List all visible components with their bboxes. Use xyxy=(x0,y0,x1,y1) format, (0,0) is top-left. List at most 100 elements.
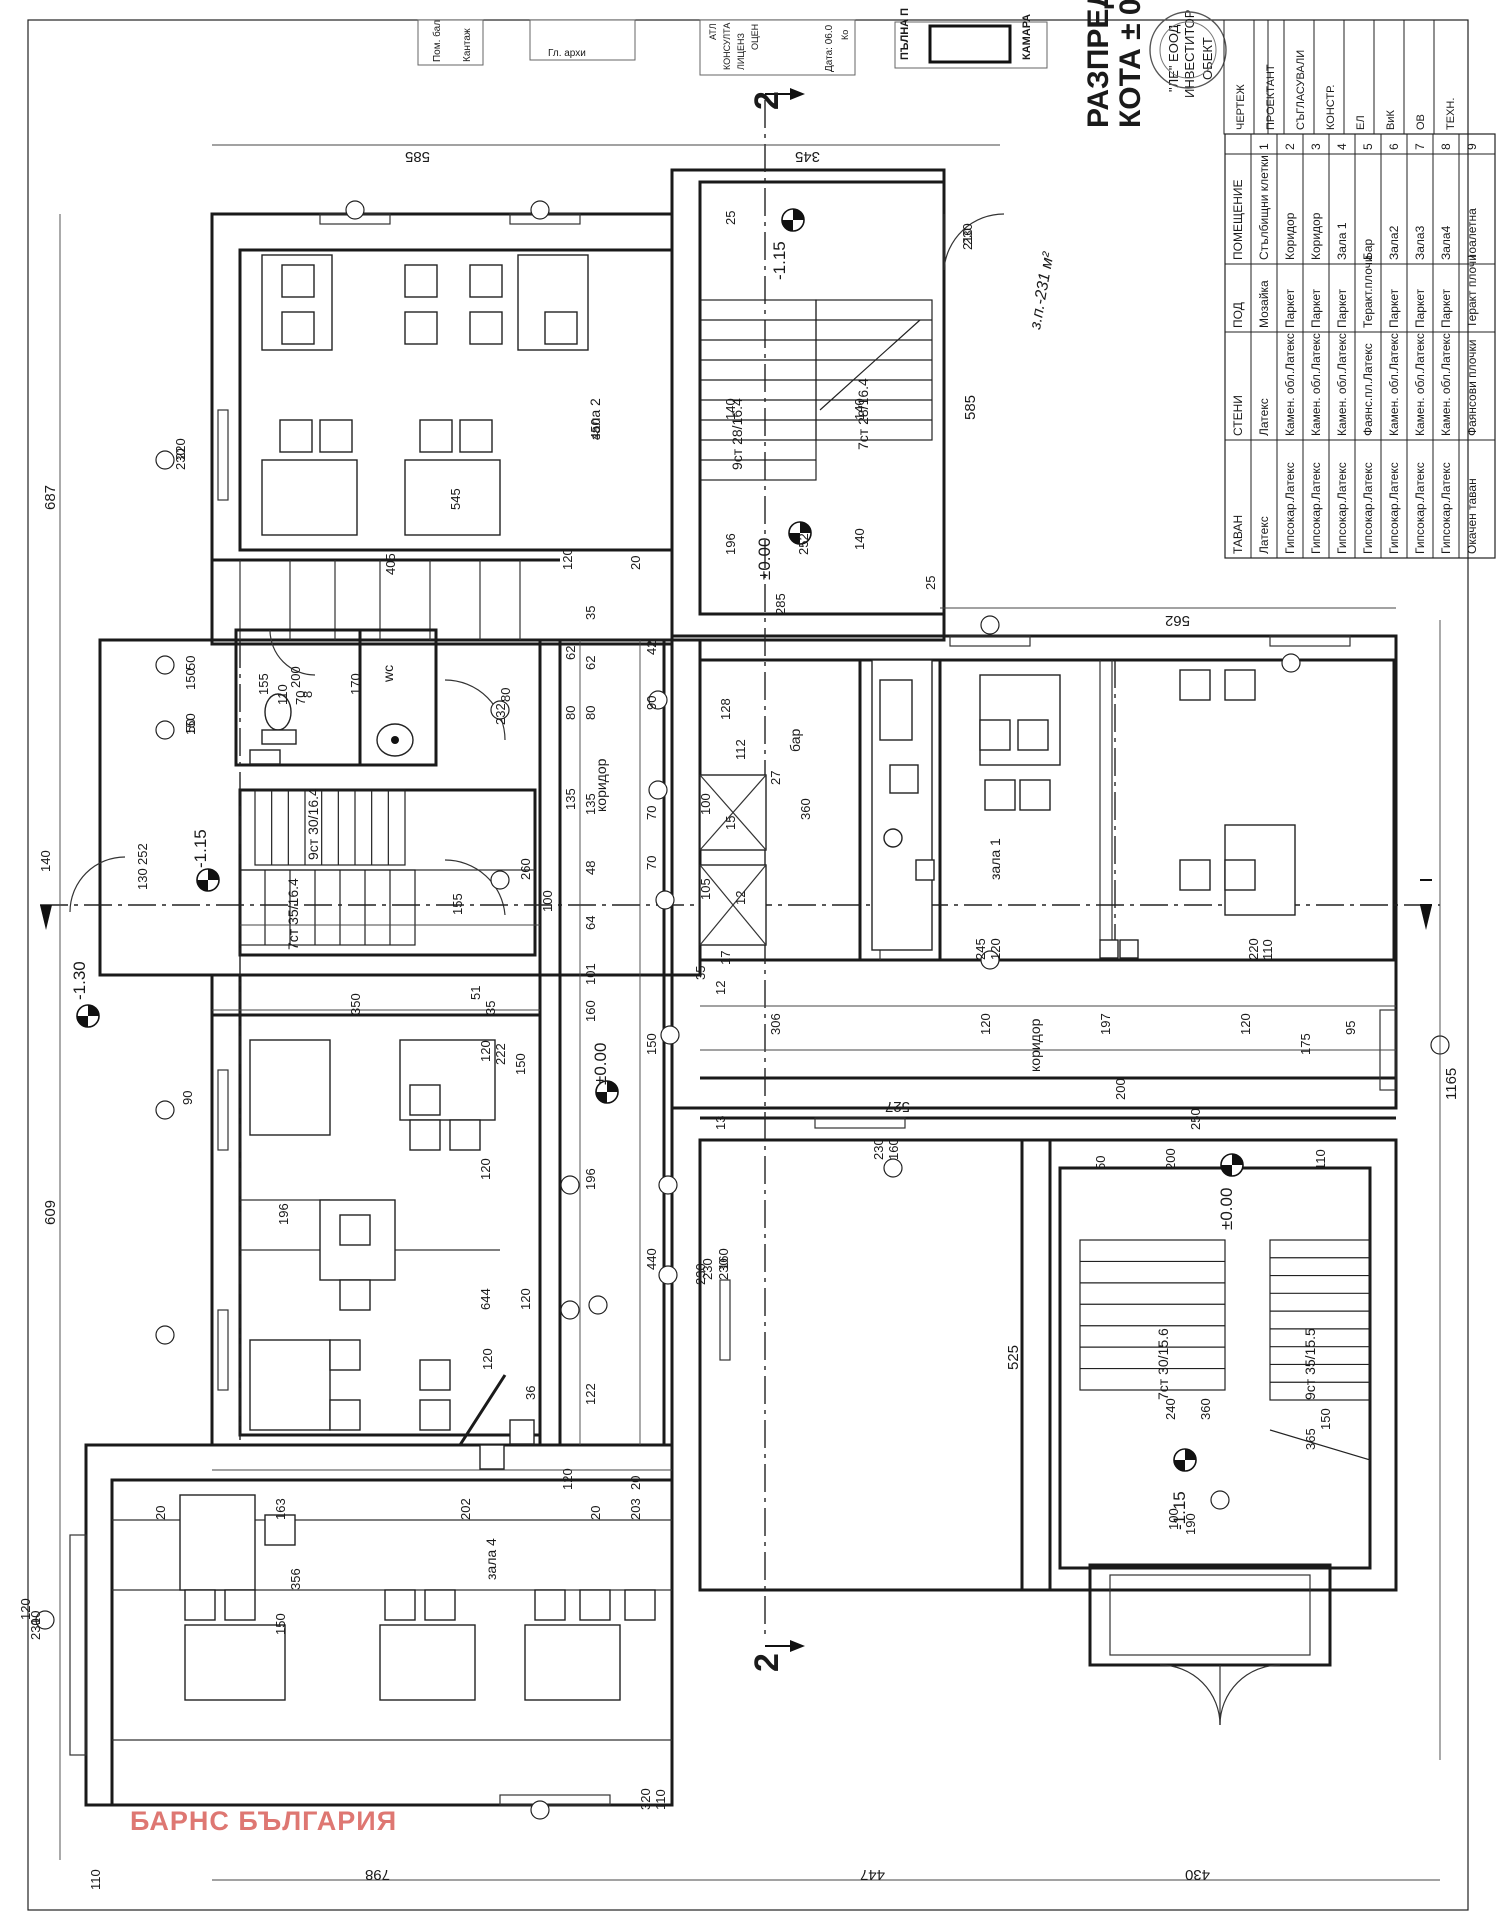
dimension-label: 51 xyxy=(468,986,483,1000)
chair xyxy=(1017,719,1049,751)
dimension-label: 20 xyxy=(628,1476,643,1490)
dimension-label: 110 xyxy=(275,684,290,705)
dimension-label: 350 xyxy=(348,993,363,1015)
finish-table-cell: Камен. обл.Латекс xyxy=(1283,333,1297,436)
dimension-label: 48 xyxy=(583,861,598,875)
chair xyxy=(479,1444,505,1470)
stair-label-s2: 7ст 28/16.4 xyxy=(855,378,871,450)
stair-label-s1: 9ст 28/16.4 xyxy=(729,398,745,470)
dimension-label: 160 xyxy=(583,1000,598,1022)
dimension-label: 196 xyxy=(276,1203,291,1225)
level-minus-115-a: -1.15 xyxy=(770,241,789,280)
level-marker-fill xyxy=(800,522,811,533)
finish-table-cell: Камен. обл.Латекс xyxy=(1413,333,1427,436)
level-marker-fill xyxy=(607,1081,618,1092)
chair xyxy=(1179,669,1211,701)
dimension-label: 150 xyxy=(183,668,198,690)
finish-table-cell: Стълбищни клетки xyxy=(1257,155,1271,260)
room-zala2: зала 2 xyxy=(587,398,603,440)
dimension-label: 230 xyxy=(173,448,188,470)
dimension-label: 140 xyxy=(852,528,867,550)
table xyxy=(249,1339,331,1431)
dimension-label: 644 xyxy=(478,1288,493,1310)
dimension-label: 150 xyxy=(513,1053,528,1075)
dimension-label: 27 xyxy=(768,771,783,785)
level-marker-fill xyxy=(88,1005,99,1016)
finish-table-cell: Гипсокар.Латекс xyxy=(1283,462,1297,554)
dim-447: 447 xyxy=(860,1866,885,1883)
dimension-label: 405 xyxy=(383,553,398,575)
finish-table-cell: Фаянс.пл.Латекс xyxy=(1361,343,1375,436)
finish-table-cell: Паркет xyxy=(1413,288,1427,328)
dimension-label: 64 xyxy=(583,916,598,930)
dimension-label: 240 xyxy=(1163,1398,1178,1420)
chamber-stamp xyxy=(894,21,1048,69)
chair xyxy=(329,1399,361,1431)
chair xyxy=(224,1589,256,1621)
finish-table-cell: 8 xyxy=(1439,143,1453,150)
finish-table-cell: Паркет xyxy=(1309,288,1323,328)
finish-table-cell: 1 xyxy=(1257,143,1271,150)
chair xyxy=(264,1514,296,1546)
dimension-label: 230 xyxy=(960,223,975,245)
stamp-consult-1: АТЛ xyxy=(708,23,718,40)
window-ref-circle xyxy=(980,950,1000,970)
dim-430: 430 xyxy=(1185,1866,1210,1883)
finish-table-cell: Зала2 xyxy=(1387,225,1401,260)
finish-table-header: ПОД xyxy=(1231,302,1245,328)
dim-527: 527 xyxy=(885,1098,910,1115)
chamber-stamp-l2: КАМАРА xyxy=(1021,14,1033,60)
dimension-label: 200 xyxy=(288,666,303,688)
signoff-label: ЕЛ xyxy=(1355,115,1367,130)
dimension-label: 100 xyxy=(1166,1508,1181,1530)
chair xyxy=(459,419,493,453)
chair xyxy=(544,311,578,345)
room-bar: бар xyxy=(787,729,803,752)
signoff-label: СЪГЛАСУВАЛИ xyxy=(1295,50,1307,130)
window-ref-circle xyxy=(155,1325,175,1345)
chair xyxy=(281,311,315,345)
dimension-label: 12 xyxy=(733,891,748,905)
dim-345-top: 345 xyxy=(795,148,820,165)
dimension-label: 160 xyxy=(886,1138,901,1160)
finish-table-cell: Гипсокар.Латекс xyxy=(1413,462,1427,554)
window-ref-circle xyxy=(1281,653,1301,673)
finish-table-cell: Камен. обл.Латекс xyxy=(1309,333,1323,436)
dimension-label: 70 xyxy=(644,856,659,870)
dimension-label: 50 xyxy=(183,656,198,670)
dimension-label: 42 xyxy=(644,641,659,655)
svg-text:2: 2 xyxy=(748,91,786,110)
dimension-label: 245 xyxy=(973,938,988,960)
window-ref-circle xyxy=(155,720,175,740)
dimension-label: 202 xyxy=(458,1498,473,1520)
section-marker-top: 2 xyxy=(748,88,805,110)
chair xyxy=(1179,859,1211,891)
dimension-label: 150 xyxy=(273,1613,288,1635)
finish-table-cell: 5 xyxy=(1361,143,1375,150)
finish-table-cell: Паркет xyxy=(1283,288,1297,328)
wc-fixtures xyxy=(249,693,414,765)
dimension-label: 105 xyxy=(698,878,713,900)
window-ref-circle xyxy=(35,1610,55,1630)
dimension-label: 95 xyxy=(1343,1021,1358,1035)
dimension-label: 160 xyxy=(716,1248,731,1270)
chair xyxy=(279,419,313,453)
dim-525: 525 xyxy=(1005,1345,1022,1370)
dimension-label: 200 xyxy=(1113,1078,1128,1100)
signoff-label: ВиК xyxy=(1385,110,1397,130)
dimension-label: 440 xyxy=(644,1248,659,1270)
round-stamp-inner xyxy=(1159,21,1217,79)
finish-table-cell: Латекс xyxy=(1257,398,1271,436)
level-marker-fill xyxy=(1174,1460,1185,1471)
dimension-label: 150 xyxy=(644,1033,659,1055)
dimension-label: 360 xyxy=(798,798,813,820)
stair-flight xyxy=(699,299,817,481)
dimension-label: 120 xyxy=(988,938,1003,960)
windows xyxy=(69,213,1397,1806)
dimension-label: 252 xyxy=(135,843,150,865)
dimension-label: 155 xyxy=(450,893,465,915)
dimension-label: 122 xyxy=(583,1383,598,1405)
finish-table-cell: Теракт.плочи xyxy=(1361,255,1375,328)
window-ref-circle xyxy=(658,1265,678,1285)
